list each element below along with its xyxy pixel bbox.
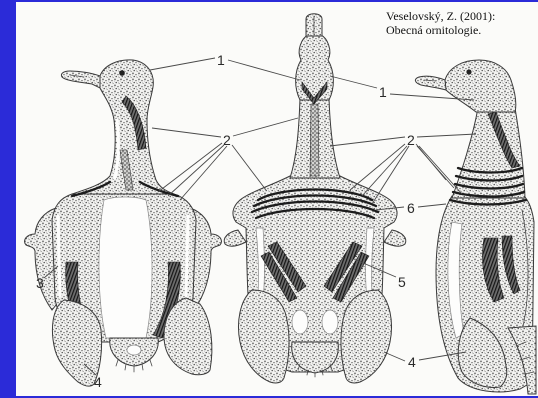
part-label-2-right: 2 xyxy=(407,132,415,148)
body-wing-gap xyxy=(58,216,60,296)
part-label-4-left: 4 xyxy=(94,374,102,390)
part-label-1-left: 1 xyxy=(217,52,225,68)
eye xyxy=(119,70,125,76)
citation-title: Obecná ornitologie. xyxy=(386,23,481,37)
vent xyxy=(127,345,141,355)
part-label-1-right: 1 xyxy=(379,84,387,100)
part-label-4-right: 4 xyxy=(408,354,416,370)
lower-back-apterium xyxy=(322,310,338,334)
body-wing-gap xyxy=(186,216,188,296)
part-label-5: 5 xyxy=(398,274,406,290)
head xyxy=(296,35,334,100)
part-label-6: 6 xyxy=(407,200,415,216)
neck-tract xyxy=(310,104,319,176)
lower-back-apterium xyxy=(292,310,308,334)
citation-author-year: Veselovský, Z. (2001): xyxy=(386,9,495,23)
part-label-2-left: 2 xyxy=(223,132,231,148)
part-label-3: 3 xyxy=(36,275,44,291)
citation: Veselovský, Z. (2001): Obecná ornitologi… xyxy=(386,9,495,37)
eye xyxy=(466,69,471,74)
central-apterium xyxy=(99,197,152,338)
